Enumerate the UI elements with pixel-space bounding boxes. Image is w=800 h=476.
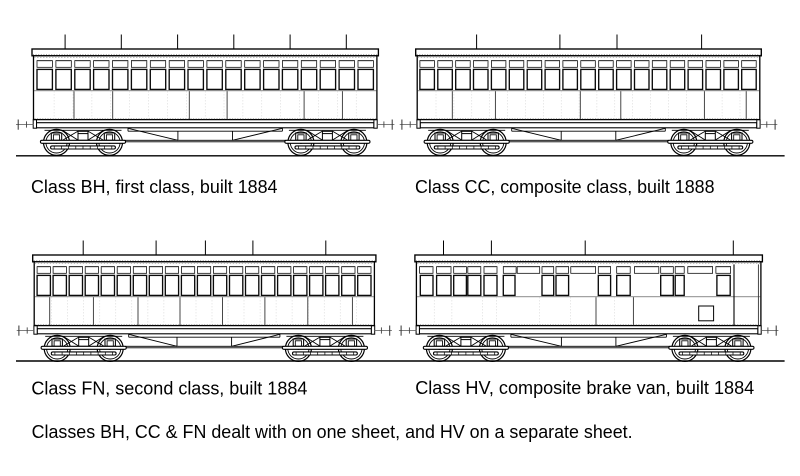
svg-text:Classes BH, CC & FN dealt with: Classes BH, CC & FN dealt with on one sh…: [32, 422, 633, 442]
svg-text:Class FN, second class, built: Class FN, second class, built 1884: [31, 378, 307, 398]
svg-text:Class CC, composite class, bui: Class CC, composite class, built 1888: [415, 177, 715, 197]
svg-text:Class BH, first class, built 1: Class BH, first class, built 1884: [31, 177, 278, 197]
svg-text:Class HV, composite brake van,: Class HV, composite brake van, built 188…: [415, 378, 754, 398]
